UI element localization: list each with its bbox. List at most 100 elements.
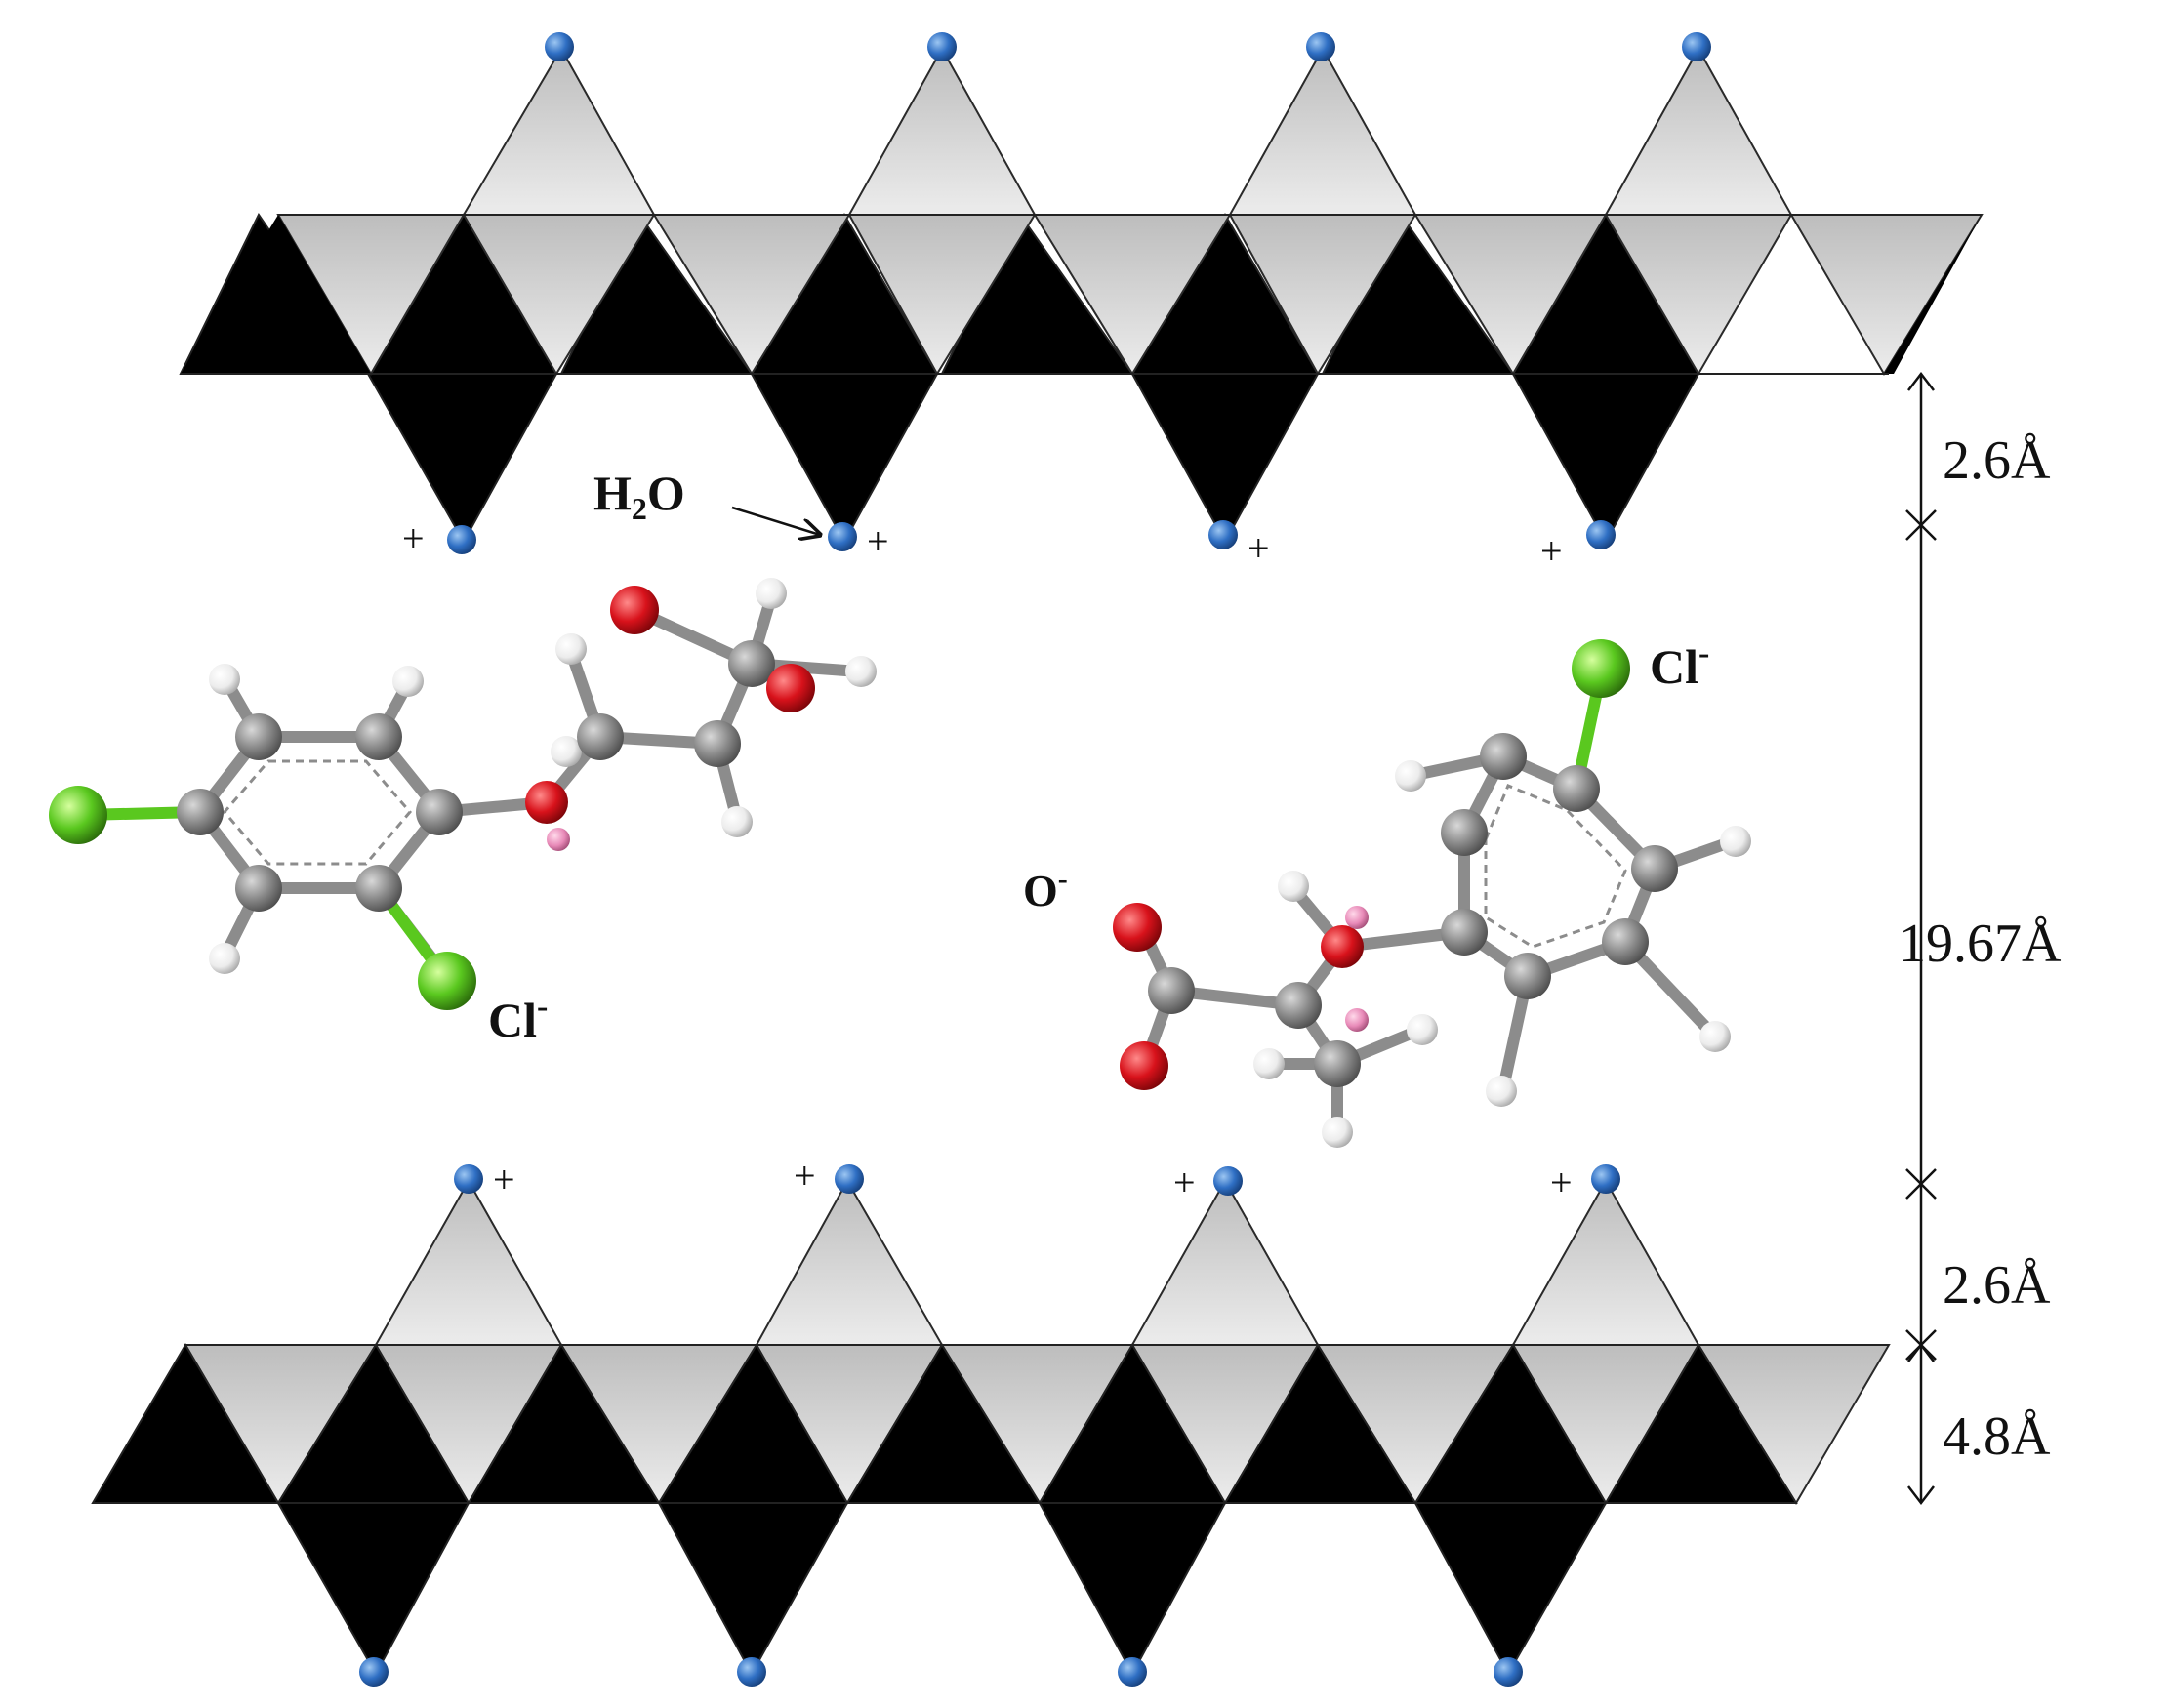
acidic-hydrogen-atom <box>547 828 570 851</box>
carbon-atom <box>177 789 224 835</box>
oh-site <box>1591 1164 1620 1194</box>
top-layer-lower-oh-sites <box>447 520 1616 554</box>
water-label-subscript: 2 <box>632 491 647 526</box>
carbon-atom <box>1602 918 1649 965</box>
hydrogen-atom <box>1322 1117 1353 1148</box>
positive-charge-label: + <box>794 1154 816 1198</box>
oh-site <box>737 1657 766 1687</box>
bottom-layer-dark-octahedra <box>91 1343 1798 1677</box>
oh-site <box>835 1164 864 1194</box>
bottom-hydroxide-layer <box>91 1178 1891 1677</box>
carbon-atom <box>355 713 402 760</box>
positive-charge-label: + <box>1173 1160 1196 1204</box>
left-guest-molecule <box>49 578 877 1010</box>
acidic-hydrogen-atom <box>1345 1008 1369 1032</box>
carbon-atom <box>355 865 402 912</box>
carbon-atom <box>1480 733 1527 780</box>
oh-site <box>545 32 574 61</box>
positive-charge-label: + <box>867 519 889 563</box>
hydrogen-atom <box>1699 1021 1731 1052</box>
top-layer-upper-oh-sites <box>545 32 1711 61</box>
chlorine-atom <box>1572 639 1630 698</box>
dimension-arrow-bottom <box>1907 1485 1935 1506</box>
interlayer-spacing-label: 19.67Å <box>1899 914 2062 974</box>
water-label-h: H <box>593 466 632 520</box>
bottom-gap-label: 2.6Å <box>1943 1255 2051 1316</box>
positive-charge-label: + <box>493 1158 515 1201</box>
carbon-atom <box>1631 845 1678 892</box>
oxygen-atom <box>525 781 568 824</box>
carbon-atom <box>1441 809 1488 856</box>
oh-site <box>1682 32 1711 61</box>
oxygen-atom <box>766 664 815 712</box>
hydrogen-atom <box>1720 826 1751 857</box>
hydrogen-atom <box>1253 1048 1285 1079</box>
top-hydroxide-layer <box>179 46 1984 545</box>
top-gap-label: 2.6Å <box>1943 430 2051 491</box>
oh-site <box>1208 520 1238 549</box>
hydrogen-atom <box>209 943 240 974</box>
positive-charge-label: + <box>402 516 425 560</box>
chlorine-atom <box>49 786 107 844</box>
positive-charge-label: + <box>1550 1160 1573 1204</box>
carbon-atom <box>1553 765 1600 812</box>
carbon-atom <box>1314 1040 1361 1087</box>
oh-site <box>1306 32 1335 61</box>
carboxylate-oxygen-label: O- <box>1023 863 1068 915</box>
hydrogen-atom <box>551 736 582 767</box>
layer-thickness-label: 4.8Å <box>1943 1406 2051 1467</box>
top-layer-charges: + + + + <box>402 516 1563 573</box>
oh-site <box>1118 1657 1147 1687</box>
carbon-atom <box>728 640 775 687</box>
hydrogen-atom <box>756 578 787 609</box>
top-layer-light-octahedra <box>276 46 1984 376</box>
hydrogen-atom <box>1486 1076 1517 1107</box>
dimension-arrow-layer <box>1907 1342 1935 1362</box>
carbon-atom <box>235 713 282 760</box>
dimension-tick <box>1905 1168 1937 1200</box>
right-guest-molecule <box>1113 639 1751 1148</box>
chlorine-atom <box>418 952 476 1010</box>
dimension-tick <box>1905 509 1937 541</box>
carbon-atom <box>416 789 463 835</box>
left-aromatic-ring <box>223 759 412 866</box>
hydrogen-atom <box>845 656 877 687</box>
carbon-atom <box>694 720 741 767</box>
positive-charge-label: + <box>1248 526 1270 570</box>
oxygen-atom <box>1120 1041 1168 1090</box>
oxygen-atom <box>1113 903 1162 952</box>
positive-charge-label: + <box>1540 529 1563 573</box>
left-chloride-label: Cl- <box>488 989 548 1047</box>
carbon-atom <box>1504 953 1551 999</box>
oh-site <box>1494 1657 1523 1687</box>
carbon-atom <box>577 713 624 760</box>
bottom-layer-light-octahedra <box>184 1178 1891 1505</box>
dimension-scale <box>1905 371 1937 1506</box>
water-label: H2O <box>593 466 820 535</box>
hydrogen-atom <box>1407 1014 1438 1045</box>
oh-site <box>1213 1166 1243 1196</box>
oh-site <box>1586 520 1616 549</box>
carbon-atom <box>1148 967 1195 1014</box>
top-layer-edge-dark <box>181 215 1982 374</box>
carbon-atom <box>1275 982 1322 1029</box>
water-pointer-arrow <box>731 506 820 535</box>
acidic-hydrogen-atom <box>1345 906 1369 929</box>
hydrogen-atom <box>1395 760 1426 792</box>
oh-site <box>927 32 957 61</box>
oxygen-atom <box>610 586 659 634</box>
right-aromatic-ring <box>1484 784 1627 949</box>
hydrogen-atom <box>392 666 424 697</box>
bottom-layer-charges: + + + + <box>493 1154 1573 1204</box>
oh-site <box>359 1657 389 1687</box>
oxygen-atom <box>1321 925 1364 968</box>
bottom-layer-lower-oh-sites <box>359 1657 1523 1687</box>
bottom-layer-upper-oh-sites <box>454 1164 1620 1196</box>
hydrogen-atom <box>721 806 753 837</box>
top-layer-dark-octahedra <box>179 213 1700 545</box>
dimension-arrow-top <box>1907 371 1935 391</box>
hydrogen-atom <box>209 664 240 695</box>
oh-site <box>454 1164 483 1194</box>
carbon-atom <box>1441 909 1488 956</box>
